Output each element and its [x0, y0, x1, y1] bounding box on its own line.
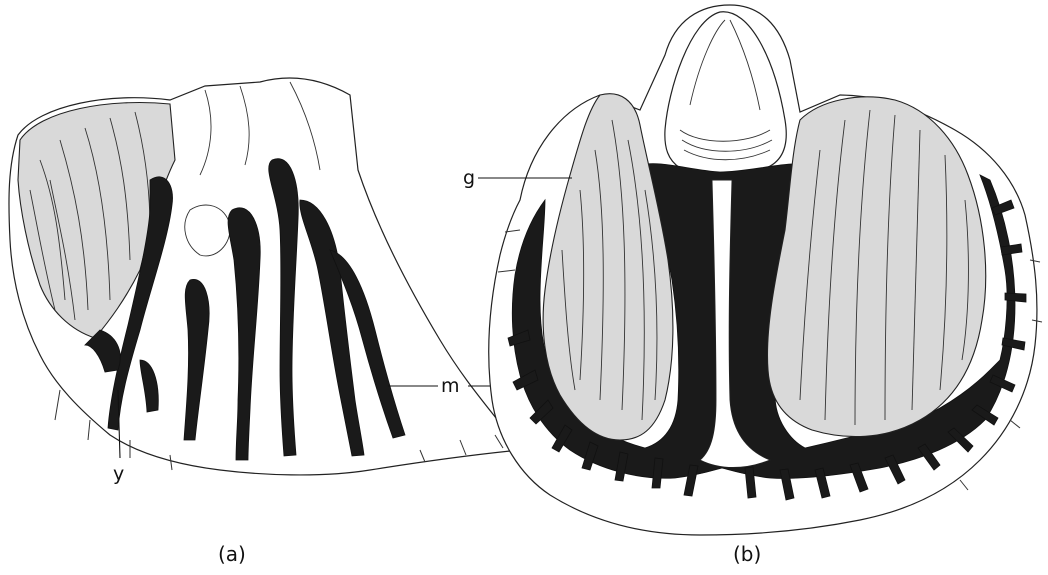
caption-b: (b): [733, 542, 761, 566]
specimen-b: g (b): [463, 5, 1042, 566]
label-g: g: [463, 167, 475, 189]
specimen-a: y (a): [9, 78, 520, 566]
caption-a: (a): [218, 542, 246, 566]
label-y: y: [113, 463, 124, 485]
label-m: m: [441, 375, 460, 397]
specimen-b-gonad-right: [767, 97, 985, 437]
